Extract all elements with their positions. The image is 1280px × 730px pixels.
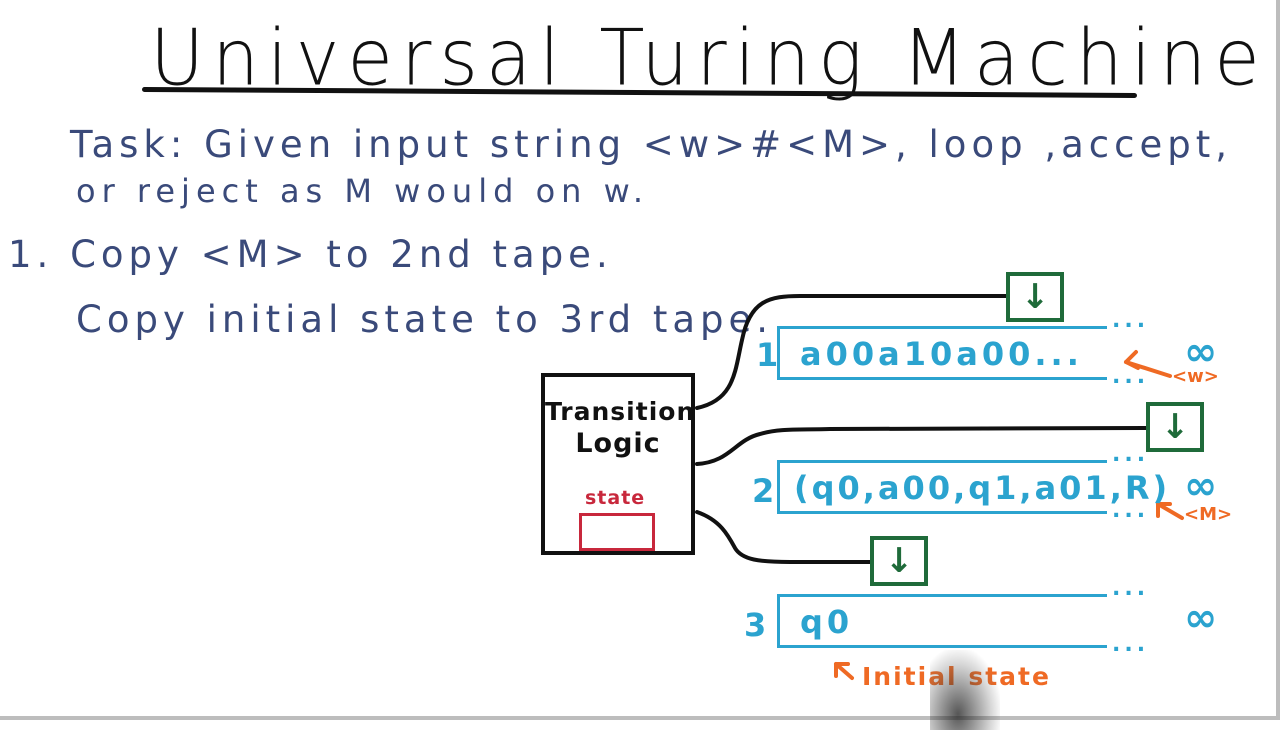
transition-logic-label-2: Logic	[575, 428, 661, 459]
tape-3-infinity-icon: ∞	[1184, 595, 1218, 641]
tape-1-dots-bottom: ...	[1112, 364, 1150, 389]
frame-border-right	[1276, 0, 1280, 720]
tape-2-annotation: <M>	[1184, 504, 1233, 525]
frame-border-bottom	[0, 716, 1280, 720]
tape-1-annotation: <w>	[1172, 366, 1219, 387]
task-line-1: Task: Given input string <w>#<M>, loop ,…	[70, 123, 1232, 166]
step-1b: Copy initial state to 3rd tape.	[76, 298, 774, 341]
tape-3-number: 3	[744, 606, 767, 644]
tape-2-dots-bottom: ...	[1112, 498, 1150, 523]
tape-3-dots-top: ...	[1112, 576, 1150, 601]
transition-logic-label-1: Transition	[545, 397, 696, 426]
tape-3: q0	[777, 594, 1107, 648]
tape-1: a00a10a00...	[777, 326, 1107, 380]
tape-2-infinity-icon: ∞	[1184, 463, 1218, 509]
tape-3-dots-bottom: ...	[1112, 632, 1150, 657]
tape-3-head-down-arrow-icon: ↓	[870, 536, 928, 586]
pen-hand-shadow	[930, 650, 1000, 730]
tape-2-head-down-arrow-icon: ↓	[1146, 402, 1204, 452]
tape-1-infinity-icon: ∞	[1184, 329, 1218, 375]
tape-2: (q0,a00,q1,a01,R)	[777, 460, 1167, 514]
tape-1-dots-top: ...	[1112, 308, 1150, 333]
transition-logic-box: Transition Logic state	[541, 373, 695, 555]
state-label: state	[585, 487, 646, 509]
tape-2-content: (q0,a00,q1,a01,R)	[794, 469, 1171, 507]
page-title: Universal Turing Machine	[150, 12, 1268, 104]
tape-1-content: a00a10a00...	[800, 335, 1083, 373]
tape-2-dots-top: ...	[1112, 442, 1150, 467]
tape-1-head-down-arrow-icon: ↓	[1006, 272, 1064, 322]
tape-1-number: 1	[756, 336, 779, 374]
step-1: 1. Copy <M> to 2nd tape.	[8, 233, 613, 276]
tape-3-content: q0	[800, 603, 854, 641]
tape-2-number: 2	[752, 472, 775, 510]
state-register	[579, 513, 655, 551]
task-line-2: or reject as M would on w.	[76, 172, 650, 210]
